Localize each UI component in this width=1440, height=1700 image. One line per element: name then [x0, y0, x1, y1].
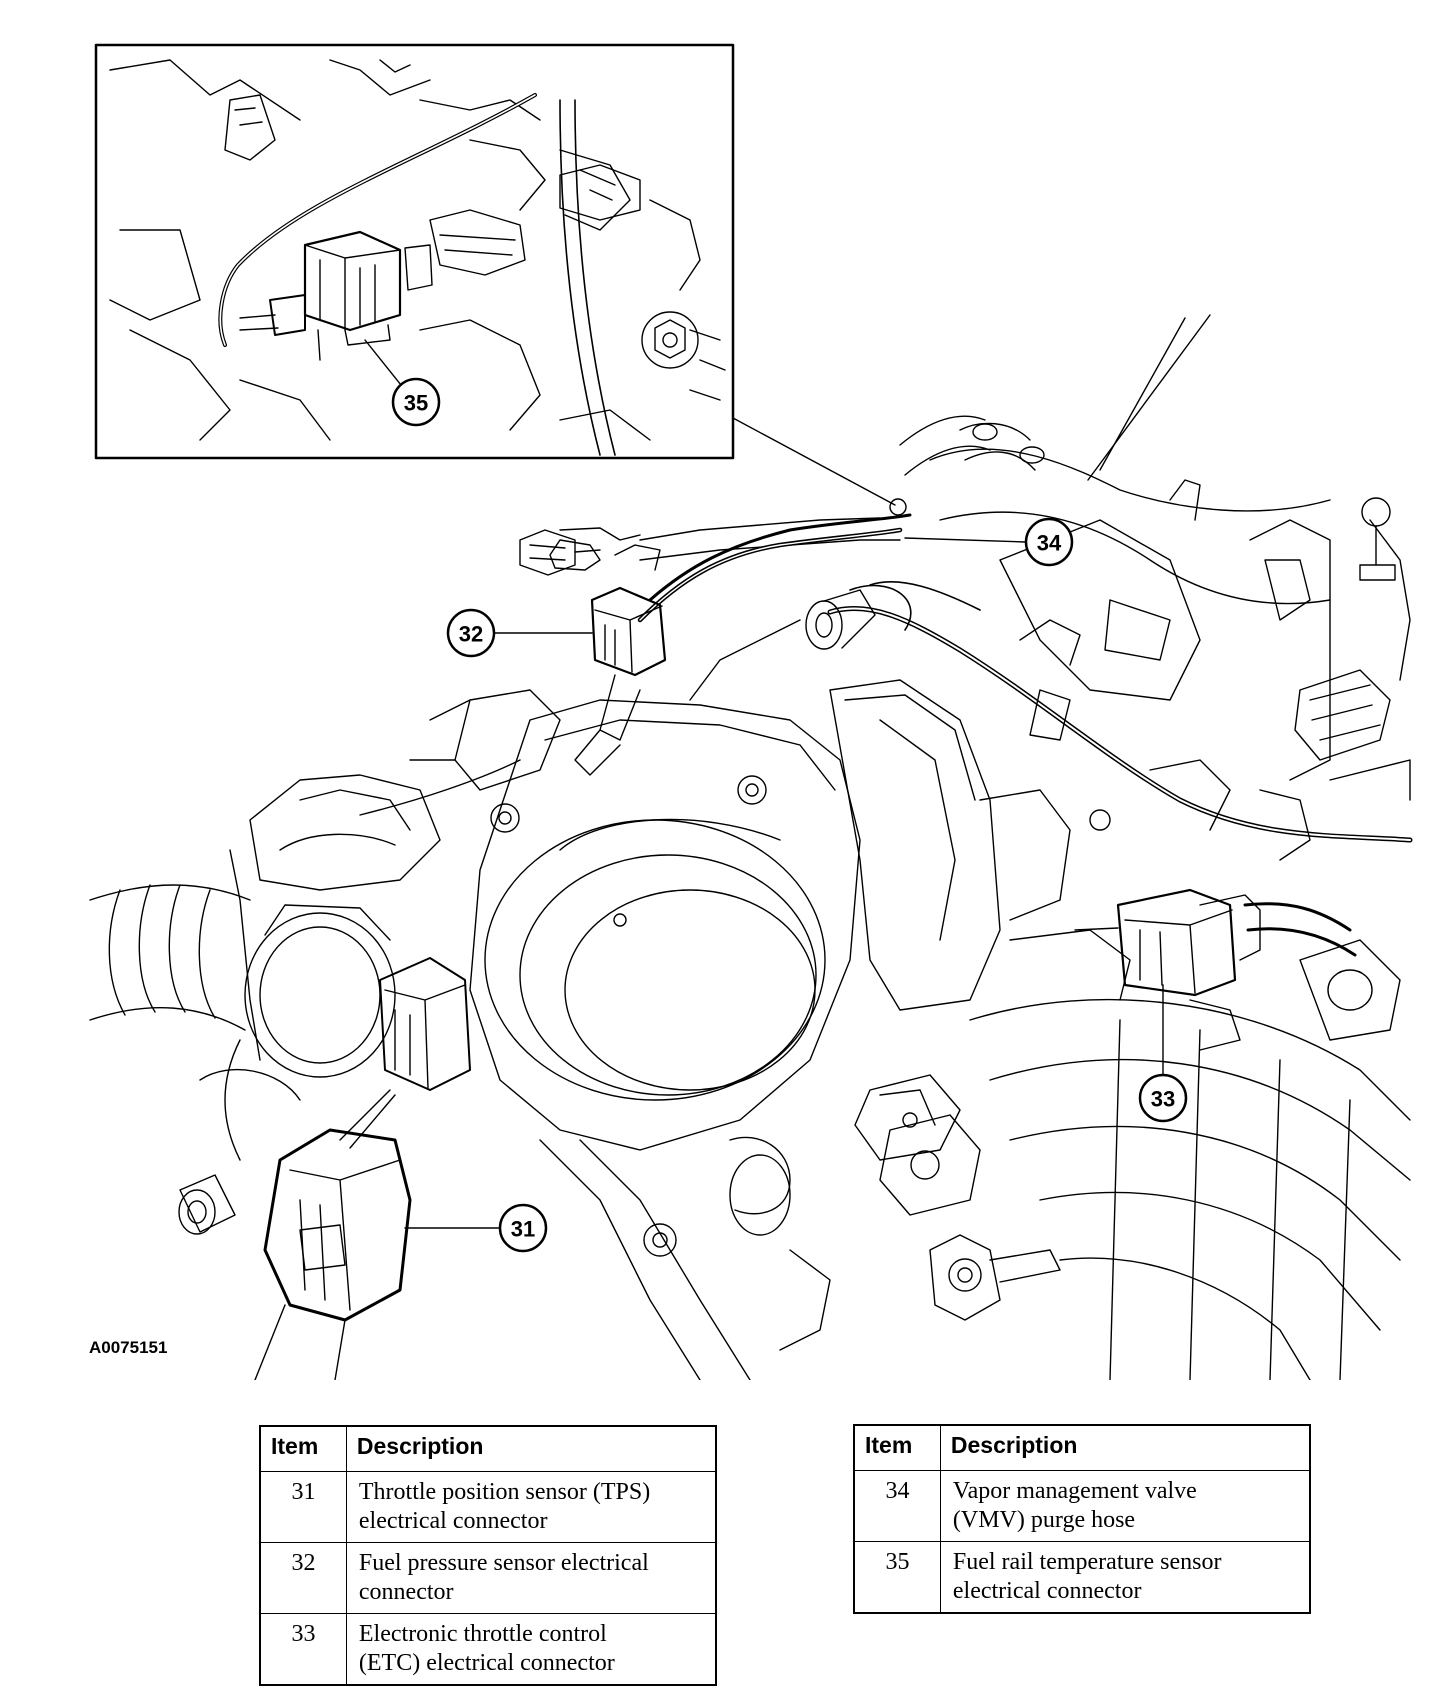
callout-31: 31 — [498, 1203, 548, 1253]
callout-35: 35 — [391, 377, 441, 427]
item-number: 35 — [853, 1541, 941, 1614]
item-description: Fuel pressure sensor electrical connecto… — [345, 1542, 717, 1614]
item-number: 34 — [853, 1470, 941, 1542]
description-line: (VMV) purge hose — [952, 1507, 1136, 1533]
leader-lines — [404, 537, 1164, 1229]
legend-header-row: Item Description — [853, 1424, 1311, 1471]
main-illustration — [89, 314, 1413, 1380]
callout-35-label: 35 — [404, 391, 428, 416]
legend-row: 33 Electronic throttle control (ETC) ele… — [259, 1613, 717, 1686]
legend-table-right: Item Description 34 Vapor management val… — [853, 1424, 1311, 1614]
description-line: Fuel pressure sensor electrical — [358, 1550, 649, 1576]
item-description: Throttle position sensor (TPS) electrica… — [345, 1471, 717, 1543]
item-number: 33 — [259, 1613, 347, 1686]
legend-table-left: Item Description 31 Throttle position se… — [259, 1425, 717, 1686]
description-line: Fuel rail temperature sensor — [952, 1549, 1222, 1575]
engine-illustration: 35 32 34 33 31 A0075151 — [89, 43, 1413, 1380]
item-description: Vapor management valve (VMV) purge hose — [939, 1470, 1311, 1542]
callout-33: 33 — [1138, 1073, 1188, 1123]
item-number: 32 — [259, 1542, 347, 1614]
description-line: connector — [358, 1579, 454, 1605]
callout-33-label: 33 — [1151, 1087, 1175, 1112]
legend-row: 31 Throttle position sensor (TPS) electr… — [259, 1471, 717, 1543]
callout-34: 34 — [1024, 517, 1074, 567]
description-line: Throttle position sensor (TPS) — [358, 1479, 651, 1505]
item-number: 31 — [259, 1471, 347, 1543]
item-header: Item — [259, 1425, 347, 1472]
legend-row: 34 Vapor management valve (VMV) purge ho… — [853, 1470, 1311, 1542]
figure-id: A0075151 — [89, 1338, 167, 1357]
item-header: Item — [853, 1424, 941, 1471]
description-line: electrical connector — [358, 1508, 548, 1534]
description-header: Description — [345, 1425, 717, 1472]
callout-32-label: 32 — [459, 622, 483, 647]
inset-detail — [94, 43, 735, 460]
legend-row: 32 Fuel pressure sensor electrical conne… — [259, 1542, 717, 1614]
description-line: electrical connector — [952, 1578, 1142, 1604]
callout-32: 32 — [446, 608, 496, 658]
description-header: Description — [939, 1424, 1311, 1471]
description-line: Electronic throttle control — [358, 1621, 607, 1647]
legend-header-row: Item Description — [259, 1425, 717, 1472]
item-description: Fuel rail temperature sensor electrical … — [939, 1541, 1311, 1614]
callout-31-label: 31 — [511, 1217, 535, 1242]
description-line: (ETC) electrical connector — [358, 1650, 615, 1676]
item-description: Electronic throttle control (ETC) electr… — [345, 1613, 717, 1686]
legend-row: 35 Fuel rail temperature sensor electric… — [853, 1541, 1311, 1614]
description-line: Vapor management valve — [952, 1478, 1197, 1504]
callout-34-label: 34 — [1037, 531, 1062, 556]
